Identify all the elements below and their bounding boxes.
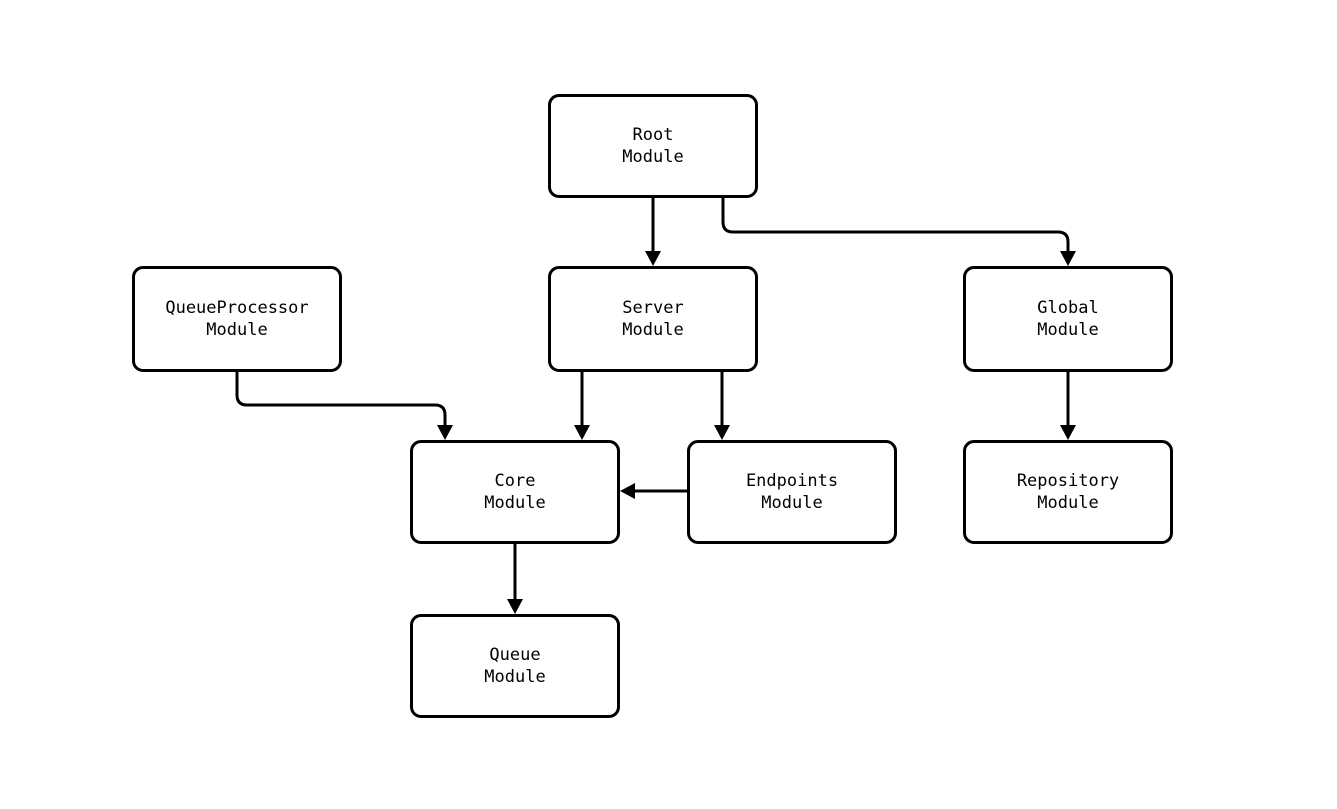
node-label-repository-line1: Repository	[1016, 471, 1120, 491]
arrowhead-core-to-queue	[507, 599, 523, 614]
edge-paths	[235, 198, 1070, 600]
node-label-server-line2: Module	[622, 320, 684, 340]
node-label-queue-line1: Queue	[489, 645, 541, 665]
node-label-endpoints-line2: Module	[761, 493, 823, 513]
node-label-queue-line2: Module	[484, 667, 546, 687]
node-label-core-line1: Core	[494, 471, 536, 491]
arrowhead-global-to-repository	[1060, 425, 1076, 440]
arrowhead-server-to-core	[574, 425, 590, 440]
edge-arrowheads	[437, 251, 1076, 614]
node-label-root-line2: Module	[622, 147, 684, 167]
arrowhead-queueprocessor-to-core	[437, 425, 453, 440]
node-label-repository-line2: Module	[1037, 493, 1099, 513]
arrowhead-root-to-global	[1060, 251, 1076, 266]
edge-queueprocessor-to-core	[235, 372, 447, 426]
node-label-root-line1: Root	[632, 125, 674, 145]
node-label-global-line1: Global	[1037, 298, 1099, 318]
node-label-queueprocessor-line2: Module	[206, 320, 268, 340]
node-label-endpoints-line1: Endpoints	[745, 471, 839, 491]
arrowhead-root-to-server	[645, 251, 661, 266]
arrowhead-server-to-endpoints	[714, 425, 730, 440]
arrowhead-endpoints-to-core	[620, 483, 635, 499]
node-label-global-line2: Module	[1037, 320, 1099, 340]
node-label-server-line1: Server	[622, 298, 684, 318]
node-label-core-line2: Module	[484, 493, 546, 513]
node-label-queueprocessor-line1: QueueProcessor	[165, 298, 309, 318]
edge-root-to-global	[721, 198, 1070, 252]
